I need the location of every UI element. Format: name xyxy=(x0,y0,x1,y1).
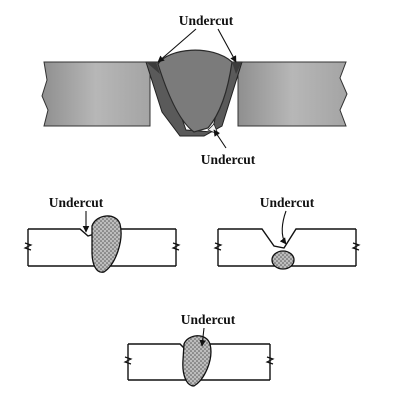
arrow-bottom xyxy=(199,327,206,347)
label-mid-left: Undercut xyxy=(49,195,104,210)
top-undercut-notch-left xyxy=(146,62,160,74)
mid-right-break-left xyxy=(213,242,223,251)
mid-right-weld-bead xyxy=(271,250,295,270)
mid-left-break-right xyxy=(171,242,181,251)
bottom-weld-bead xyxy=(182,335,212,387)
mid-left-break-left xyxy=(23,242,33,251)
bottom-break-right xyxy=(265,356,275,365)
mid-left-weld-bead xyxy=(91,215,122,273)
label-bottom: Undercut xyxy=(181,312,236,327)
top-left-plate xyxy=(41,61,151,127)
label-mid-right: Undercut xyxy=(260,195,315,210)
arrow-top-lower xyxy=(213,129,227,149)
top-undercut-notch-right xyxy=(232,62,242,74)
top-right-plate xyxy=(237,61,348,127)
label-top-lower: Undercut xyxy=(201,152,256,167)
bottom-break-left xyxy=(123,356,133,365)
mid-right-break-right xyxy=(351,242,361,251)
arrow-top-right xyxy=(217,28,237,63)
arrow-top-left xyxy=(157,28,197,63)
arrow-mid-right xyxy=(279,210,287,245)
mid-left-weld-illustration: Undercut xyxy=(23,195,181,273)
top-weld-bead xyxy=(157,49,233,133)
bottom-weld-illustration: Undercut xyxy=(123,312,275,387)
mid-right-weld-illustration: Undercut xyxy=(213,195,361,270)
label-top-upper: Undercut xyxy=(179,13,234,28)
top-weld-illustration: Undercut Undercut xyxy=(41,13,348,167)
